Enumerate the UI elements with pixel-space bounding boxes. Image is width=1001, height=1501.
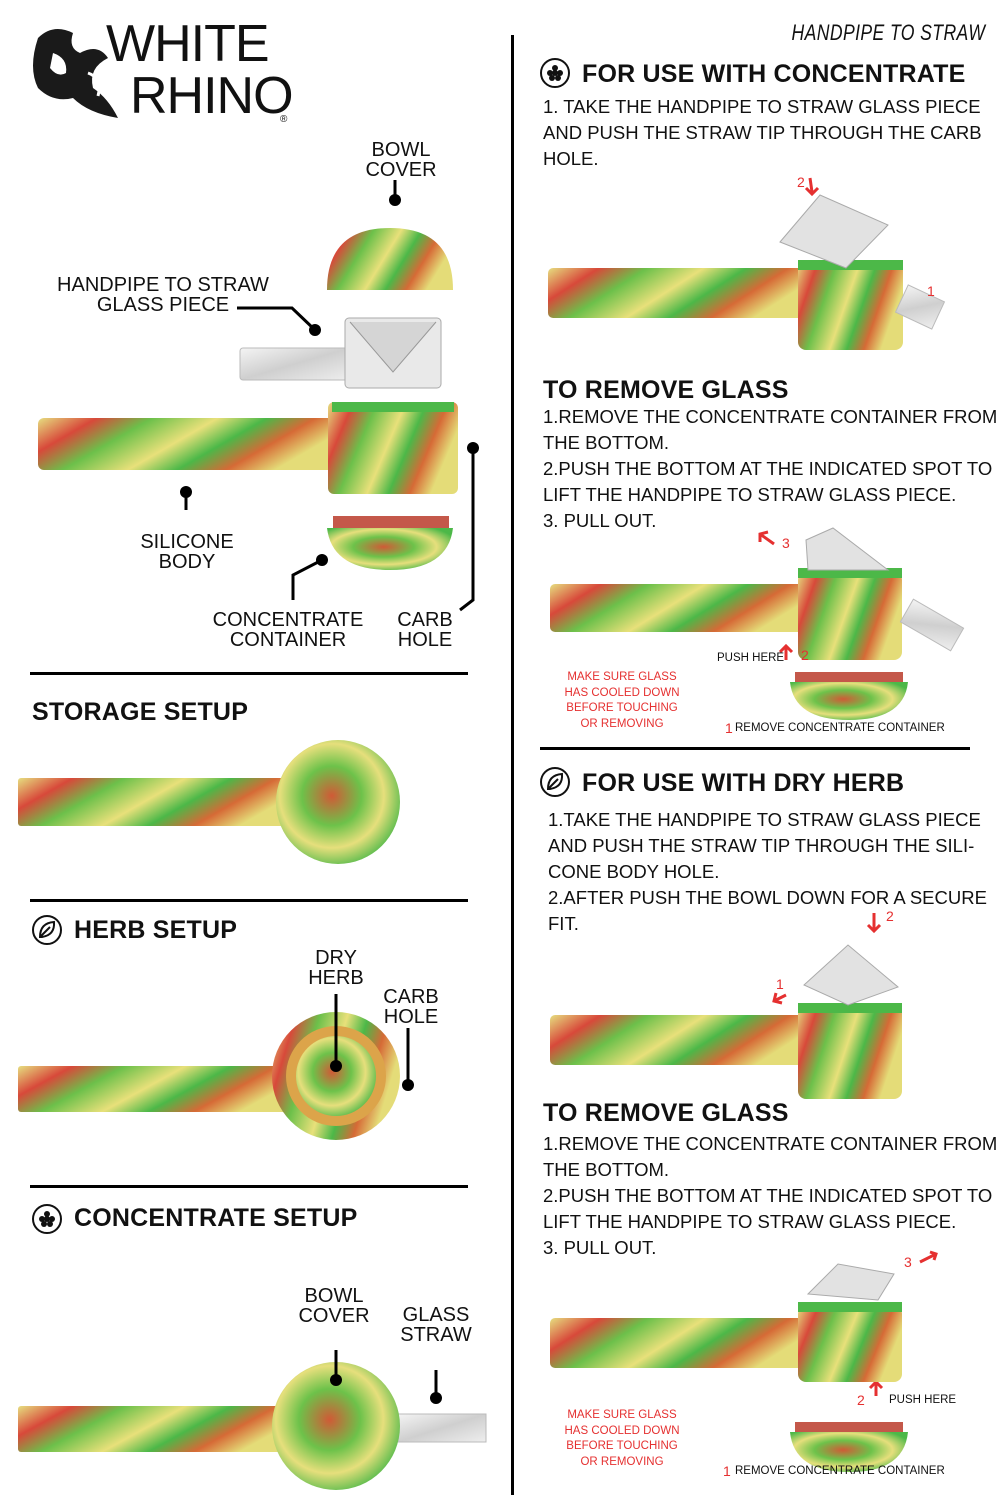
exploded-diagram	[38, 180, 479, 612]
column-divider	[511, 35, 514, 1495]
remove-glass-1-marker-1: 1	[725, 720, 733, 736]
remove-glass-2-push-here: PUSH HERE	[889, 1394, 957, 1406]
remove-glass-1-illustration	[550, 527, 965, 720]
use-dry-herb-illustration	[550, 913, 902, 1099]
doc-title: HANDPIPE TO STRAW	[791, 20, 985, 45]
remove-glass-2-title: TO REMOVE GLASS	[543, 1099, 789, 1127]
remove-glass-1-marker-2: 2	[801, 647, 809, 663]
divider	[30, 672, 468, 675]
remove-glass-2-marker-2: 2	[857, 1392, 865, 1408]
use-dry-herb-marker-2: 2	[886, 908, 894, 924]
honeycomb-icon	[540, 58, 570, 88]
remove-glass-1-title: TO REMOVE GLASS	[543, 376, 789, 404]
honeycomb-icon	[32, 1204, 62, 1234]
divider	[30, 1185, 468, 1188]
registered-mark: ®	[280, 114, 288, 125]
use-concentrate-title: FOR USE WITH CONCENTRATE	[582, 60, 966, 88]
concentrate-setup-title: CONCENTRATE SETUP	[74, 1204, 358, 1232]
use-concentrate-illustration	[548, 177, 946, 350]
storage-setup-illustration	[18, 740, 400, 864]
use-concentrate-steps: 1. TAKE THE HANDPIPE TO STRAW GLASS PIEC…	[543, 96, 982, 169]
divider	[30, 899, 468, 902]
herb-setup-illustration	[18, 994, 414, 1140]
remove-glass-2-marker-1: 1	[723, 1463, 731, 1479]
herb-setup-title: HERB SETUP	[74, 916, 238, 944]
rhino-logo	[33, 29, 118, 118]
divider	[540, 747, 970, 750]
leaf-icon	[32, 915, 62, 945]
storage-setup-title: STORAGE SETUP	[32, 698, 249, 726]
leaf-icon	[540, 767, 570, 797]
concentrate-setup-illustration	[18, 1350, 487, 1490]
remove-glass-2-illustration	[550, 1250, 938, 1472]
remove-glass-1-remove-container: REMOVE CONCENTRATE CONTAINER	[735, 722, 945, 734]
brand-line2: RHINO	[130, 67, 294, 125]
remove-glass-2-remove-container: REMOVE CONCENTRATE CONTAINER	[735, 1465, 945, 1477]
use-dry-herb-marker-1: 1	[776, 976, 784, 992]
use-concentrate-marker-1: 1	[927, 283, 935, 299]
remove-glass-1-marker-3: 3	[782, 535, 790, 551]
use-dry-herb-steps: 1.TAKE THE HANDPIPE TO STRAW GLASS PIECE…	[548, 809, 987, 934]
brand-line1: WHITE	[106, 15, 270, 73]
use-concentrate-marker-2: 2	[797, 174, 805, 190]
remove-glass-1-push-here: PUSH HERE	[717, 652, 785, 664]
use-dry-herb-title: FOR USE WITH DRY HERB	[582, 769, 905, 797]
remove-glass-2-marker-3: 3	[904, 1254, 912, 1270]
brand-logo: WHITE RHINO ®	[18, 18, 298, 130]
